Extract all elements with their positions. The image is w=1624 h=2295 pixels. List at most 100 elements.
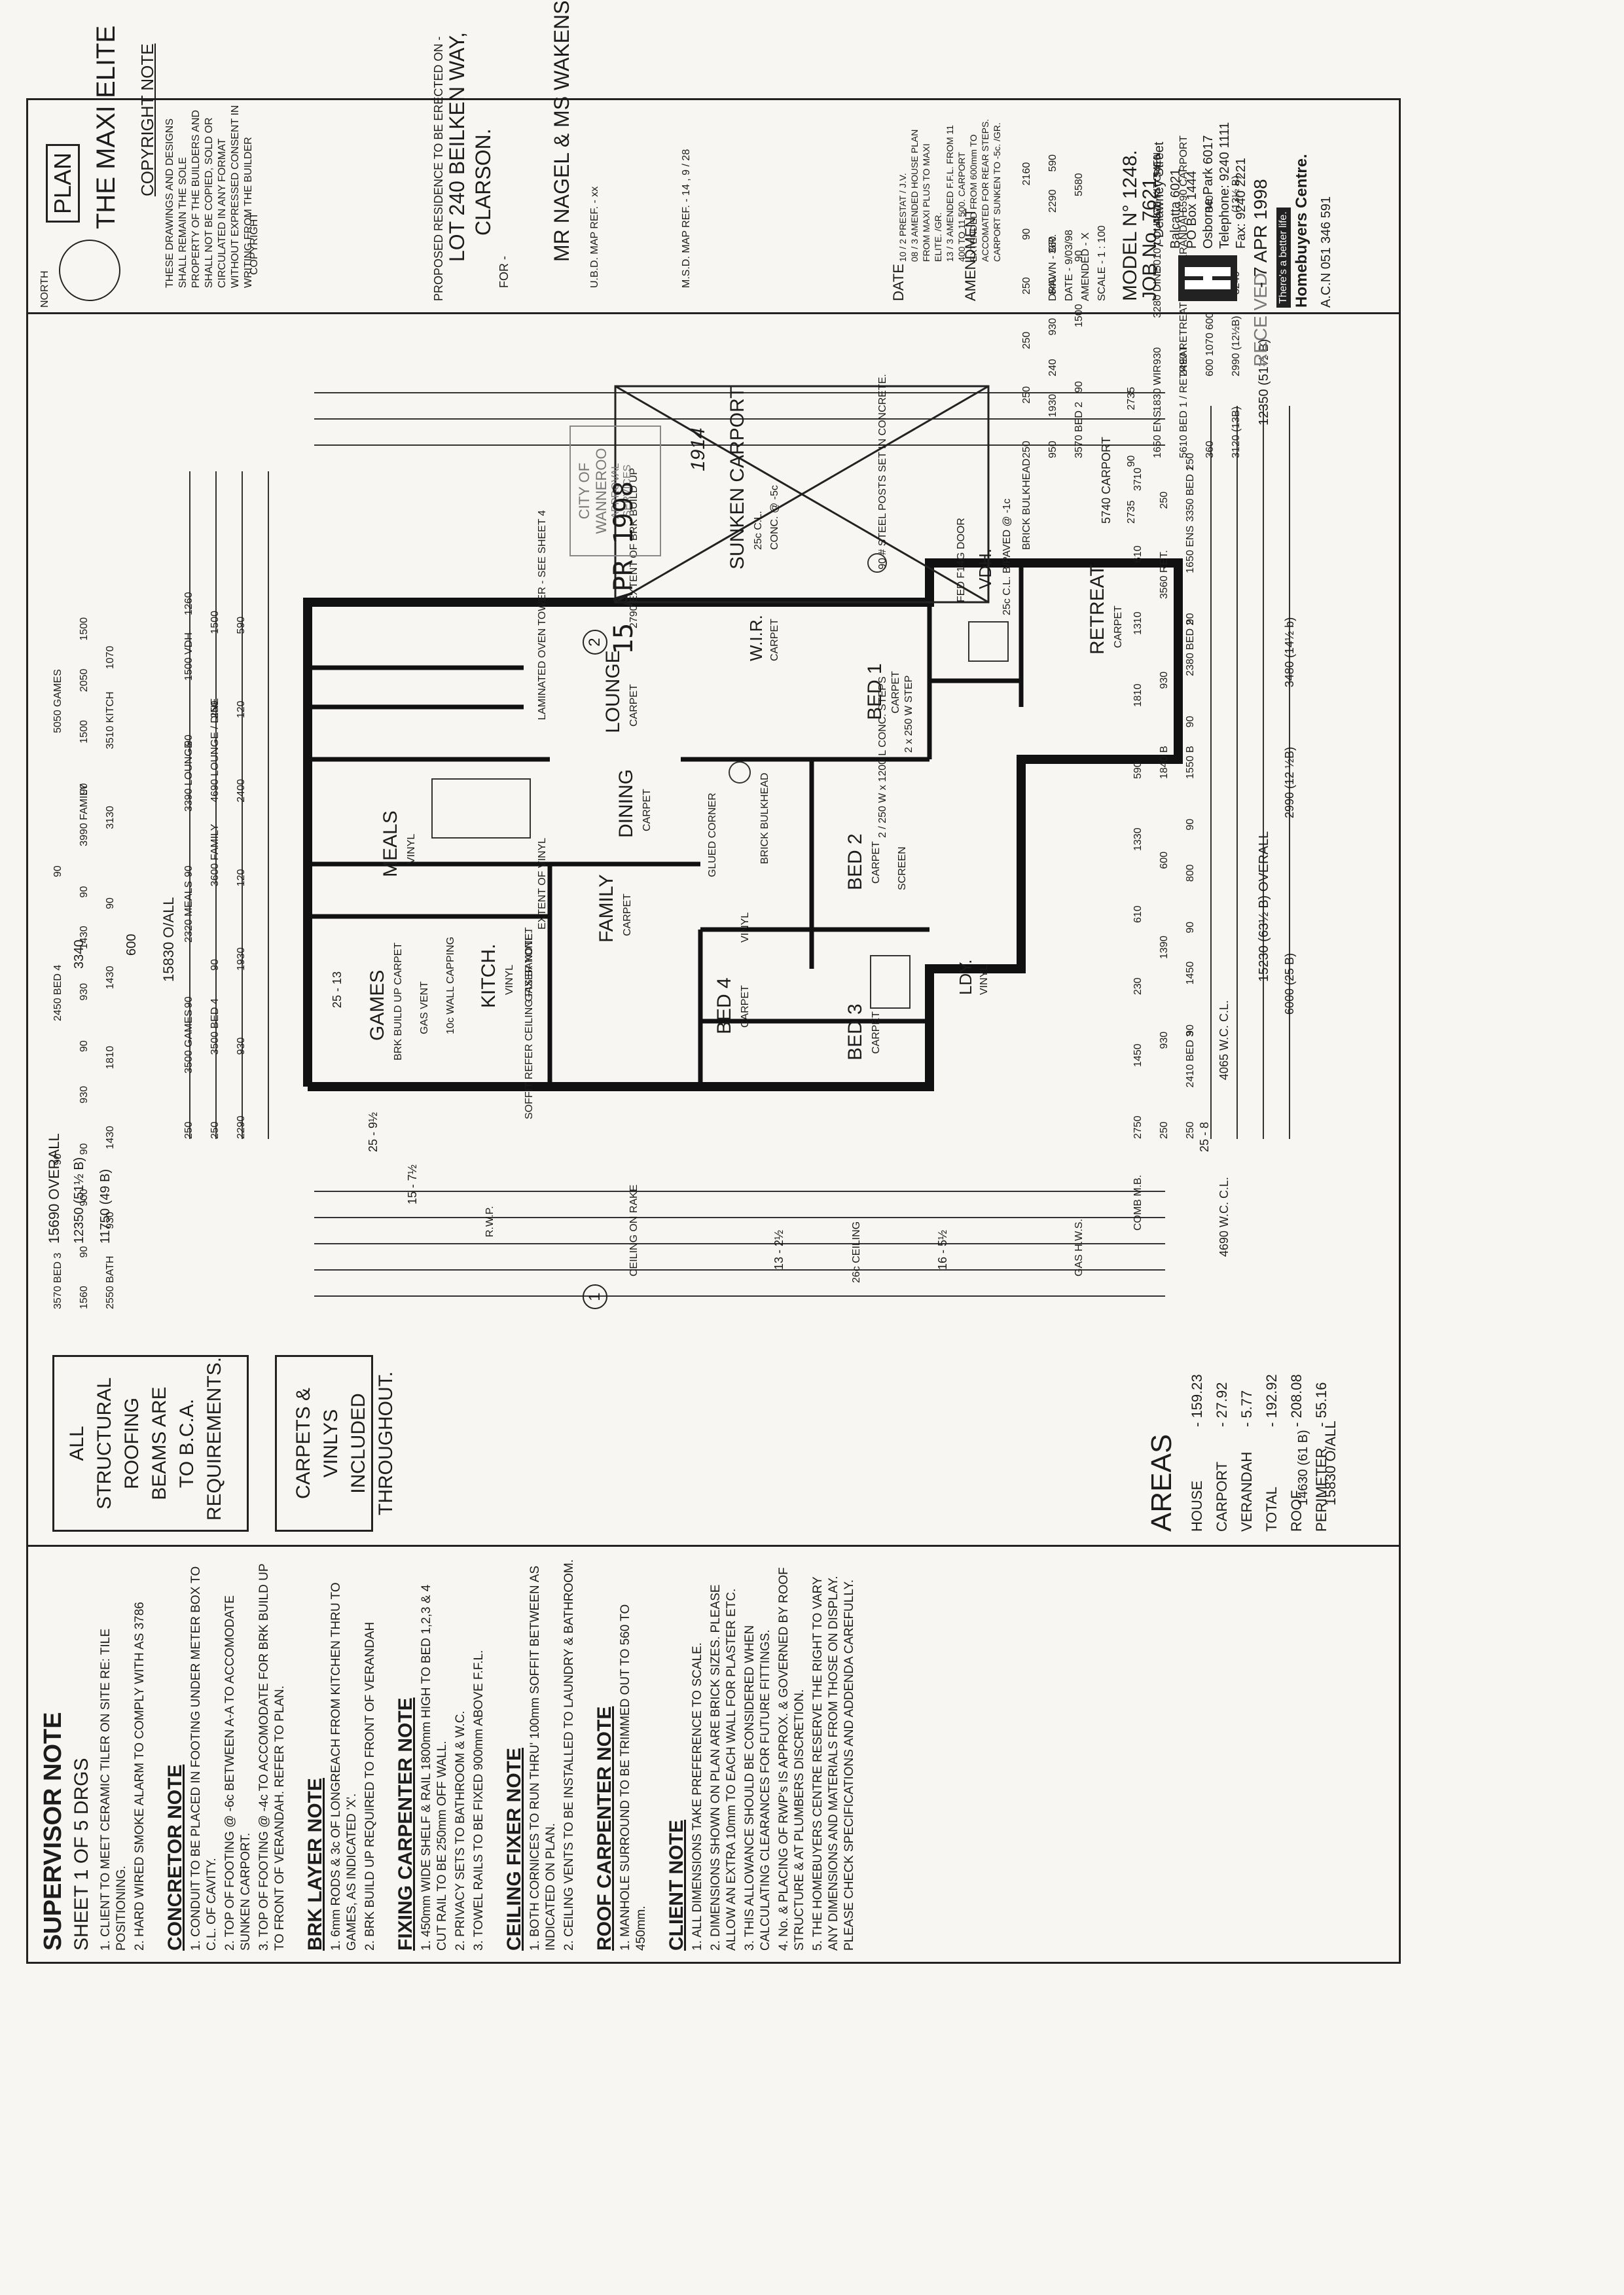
pitch-label: 25 - 13 xyxy=(331,971,344,1008)
room-family: FAMILY xyxy=(596,874,617,943)
room-dining-sub: CARPET xyxy=(641,789,653,831)
dim-label: 1450 xyxy=(1185,961,1196,985)
company-logo-icon xyxy=(1178,255,1237,301)
copyright-mark: COPYRIGHT xyxy=(249,212,260,275)
room-ldy-sub: VINYL xyxy=(979,964,990,995)
dim-label: 930 xyxy=(236,1037,247,1055)
dim-label: 2320 MEALS xyxy=(183,880,194,943)
dim-label: 2550 BATH xyxy=(105,1256,116,1309)
amendment-list: 10 / 2 PRESTAT / J.V. 08 / 3 AMENDED HOU… xyxy=(897,118,1003,262)
dim-label: 90 xyxy=(105,897,116,909)
company-tagline: There's a better life. xyxy=(1276,208,1291,308)
room-meals: MEALS xyxy=(380,810,401,877)
company-acn: A.C.N 051 346 591 xyxy=(1319,196,1333,308)
approval-ref-stamp: 1914 xyxy=(687,427,709,471)
carpets-note-box: CARPETS & VINLYS INCLUDED THROUGHOUT. xyxy=(275,1355,397,1532)
room-ldy: LDY. xyxy=(956,959,975,995)
dim-label: 3570 BED 3 xyxy=(52,1252,63,1309)
dim-label: 360 xyxy=(1204,441,1216,458)
dim-label: 90 xyxy=(1185,715,1196,728)
carpets-note-line: CARPETS & VINLYS xyxy=(293,1387,342,1500)
dim-label: 3570 BED 2 xyxy=(1074,401,1085,458)
dim-label: 950 xyxy=(1047,441,1058,458)
client-note-item: 3. THIS ALLOWANCE SHOULD BE CONSIDERED W… xyxy=(743,1625,772,1951)
dim-label: 900 xyxy=(79,1189,90,1206)
lot-line: LOT 240 BEILKEN WAY, xyxy=(445,32,469,262)
dim-label: 1070 xyxy=(105,645,116,670)
area-value: - 5.77 xyxy=(1238,1390,1255,1427)
company-address: PO Box 1444 xyxy=(1185,171,1199,249)
beams-note-line: ALL STRUCTURAL xyxy=(66,1377,115,1509)
dim-wc-right: 4065 W.C. C.L. xyxy=(1218,1000,1231,1080)
dim-label: 90 xyxy=(52,1153,63,1165)
dim-bottom-overall-2: 14630 (61 B) xyxy=(1296,1430,1310,1506)
supervisor-note-item: 1. CLIENT TO MEET CERAMIC TILER ON SITE … xyxy=(99,1628,128,1951)
dim-top-overall-2: 15230 (63½ B) OVERALL xyxy=(1257,831,1271,982)
dim-label: 1650 ENS xyxy=(1152,410,1163,458)
dim-label: 930 xyxy=(105,1212,116,1229)
dim-label: 1930 xyxy=(236,947,247,971)
for-line: FOR - xyxy=(497,256,511,288)
fixing-carpenter-note-item: 3. TOWEL RAILS TO BE FIXED 900mm ABOVE F… xyxy=(472,1650,486,1951)
dim-label: 1430 xyxy=(79,926,90,949)
dim-label: 240 xyxy=(1047,359,1058,376)
supervisor-note-item: 2. HARD WIRED SMOKE ALARM TO COMPLY WITH… xyxy=(133,1602,147,1951)
dim-label: 2750 xyxy=(1132,1115,1144,1139)
date-field: DATE - 9/03/98 xyxy=(1064,229,1075,301)
dim-label: 1650 ENS xyxy=(1185,525,1196,573)
pitch-label: 16 - 5½ xyxy=(936,1229,949,1270)
room-bed4-sub: CARPET xyxy=(740,985,751,1028)
approval-date-stamp: 15 APR 1998 xyxy=(609,481,639,655)
fixtures xyxy=(431,553,1009,1009)
glued-corner-label: GLUED CORNER xyxy=(707,793,718,877)
ubd-line: U.B.D. MAP REF. - xx xyxy=(589,186,600,288)
copyright-text: THESE DRAWINGS AND DESIGNS SHALL REMAIN … xyxy=(164,105,254,288)
dim-label: 800 xyxy=(1185,864,1196,882)
fixing-carpenter-note-title: FIXING CARPENTER NOTE xyxy=(395,1697,416,1951)
dim-label: 90 xyxy=(1126,455,1137,467)
room-meals-sub: VINYL xyxy=(406,833,417,864)
job-number: JOB No. 7621. xyxy=(1139,172,1161,301)
dim-label: 90 xyxy=(183,865,194,877)
dim-label: 2410 BED 3 xyxy=(1185,1031,1196,1088)
dim-label: 90 xyxy=(1185,613,1196,625)
room-games: GAMES xyxy=(367,969,388,1041)
dim-label: 600 xyxy=(1159,851,1170,869)
dim-left-overall: 15690 OVERALL xyxy=(46,1133,62,1244)
vdh-note-label: 25c C.L. B/PAVED @ -1c xyxy=(1001,498,1013,615)
area-label: TOTAL xyxy=(1263,1487,1280,1532)
room-bed2: BED 2 xyxy=(844,833,866,890)
ceiling-fixer-note-item: 1. BOTH CORNICES TO RUN THRU' 100mm SOFF… xyxy=(528,1565,558,1951)
dim-label: 1830 WIR xyxy=(1152,365,1163,412)
room-bed3: BED 3 xyxy=(844,1003,866,1060)
dim-top-seg: 6000 (25 B) xyxy=(1283,952,1296,1015)
room-bed2-sub: CARPET xyxy=(871,841,882,884)
area-row: TOTAL- 192.92 xyxy=(1259,1335,1284,1532)
dim-label: 3500 BED 4 xyxy=(209,998,221,1055)
wall-capping-label: 10c WALL CAPPING xyxy=(445,936,456,1034)
dim-wc-left: 4690 W.C. C.L. xyxy=(1218,1176,1231,1257)
client-note-title: CLIENT NOTE xyxy=(666,1820,687,1951)
dim-label: 1430 xyxy=(105,1125,116,1149)
floor-plan xyxy=(189,385,1290,1297)
client-note-item: 2. DIMENSIONS SHOWN ON PLAN ARE BRICK SI… xyxy=(709,1584,738,1951)
client-line: MR NAGEL & MS WAKENSHAW. xyxy=(550,0,573,262)
dim-label: 1930 xyxy=(1047,393,1058,418)
suburb-line: CLARSON. xyxy=(471,128,495,236)
fixing-carpenter-note-item: 2. PRIVACY SETS TO BATHROOM & W.C. xyxy=(454,1710,467,1951)
concretor-note-item: 2. TOP OF FOOTING @ -6c BETWEEN A-A TO A… xyxy=(223,1595,253,1951)
amendment-text: PRESTAT / J.V. xyxy=(897,173,908,237)
concretor-note-item: 1. CONDUIT TO BE PLACED IN FOOTING UNDER… xyxy=(189,1566,219,1951)
dim-label: 1500 VDH xyxy=(183,632,194,681)
roof-carpenter-note-title: ROOF CARPENTER NOTE xyxy=(594,1706,615,1951)
company-name: Homebuyers Centre. xyxy=(1293,154,1310,308)
dim-top-overall: 15830 O/ALL xyxy=(160,897,177,982)
ceiling-rake-label: CEILING ON RAKE xyxy=(628,1184,640,1276)
ceiling-26c-label: 26c CEILING xyxy=(851,1221,862,1283)
dim-label: 590 xyxy=(236,616,247,634)
supervisor-note-sheet: SHEET 1 OF 5 DRGS xyxy=(71,1758,92,1951)
client-note-item: 5. THE HOMEBUYERS CENTRE RESERVE THE RIG… xyxy=(811,1576,856,1951)
dim-top-seg: 2990 (12 ½B) xyxy=(1283,746,1296,818)
extent-vinyl-label: EXTENT OF VINYL xyxy=(537,837,548,930)
dim-left-overall-3: 11750 (49 B) xyxy=(98,1168,113,1244)
